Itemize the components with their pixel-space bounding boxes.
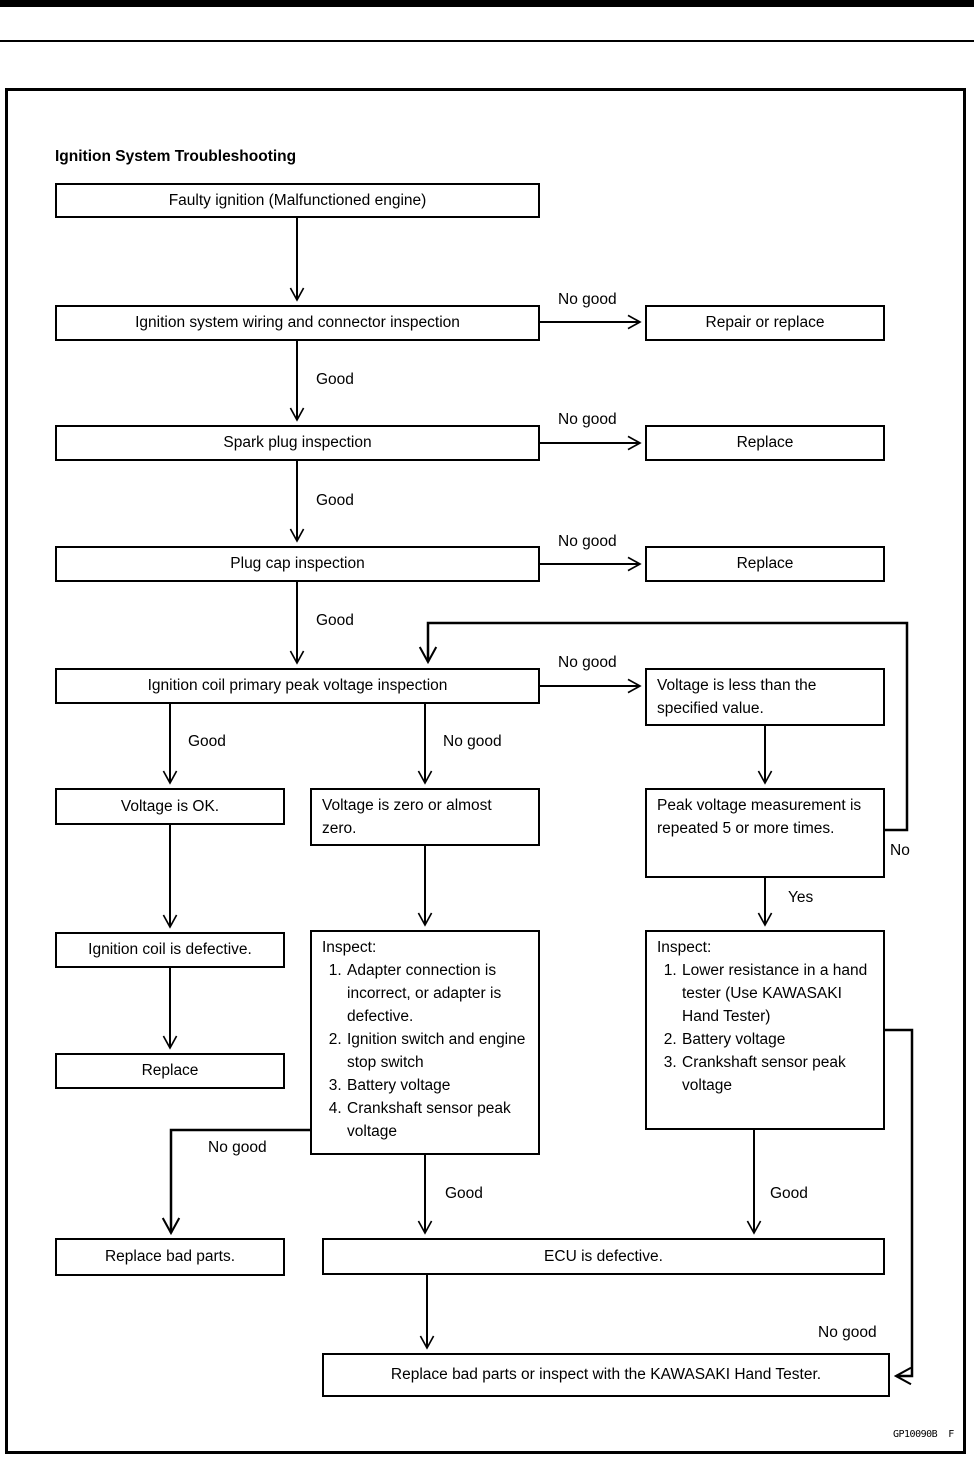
page-top-rule [0, 0, 974, 7]
figure-frame [5, 88, 966, 1454]
node-faulty-ignition: Faulty ignition (Malfunctioned engine) [55, 183, 540, 218]
inspect-right-list: Lower resistance in a hand tester (Use K… [657, 959, 875, 1097]
inspect-mid-header: Inspect: [322, 939, 377, 956]
node-final: Replace bad parts or inspect with the KA… [322, 1353, 890, 1397]
inspect-mid-item-3: Battery voltage [346, 1074, 530, 1097]
edge-label-no-good-bottom: No good [818, 1324, 877, 1341]
node-coil-peak-inspection: Ignition coil primary peak voltage inspe… [55, 668, 540, 704]
node-repair-or-replace: Repair or replace [645, 305, 885, 341]
node-wiring-inspection: Ignition system wiring and connector ins… [55, 305, 540, 341]
node-replace-bad-parts: Replace bad parts. [55, 1238, 285, 1276]
node-voltage-zero-text: Voltage is zero or almost zero. [322, 797, 492, 837]
inspect-right-item-1: Lower resistance in a hand tester (Use K… [681, 959, 875, 1028]
inspect-right-item-3: Crankshaft sensor peak voltage [681, 1051, 875, 1097]
edge-label-good-bottom-1: Good [445, 1185, 483, 1202]
node-voltage-less-text: Voltage is less than the specified value… [657, 677, 817, 717]
node-peak-repeat-text: Peak voltage measurement is repeated 5 o… [657, 797, 862, 837]
edge-label-good-left: Good [188, 733, 226, 750]
edge-label-good-bottom-2: Good [770, 1185, 808, 1202]
node-coil-defective: Ignition coil is defective. [55, 932, 285, 968]
inspect-mid-list: Adapter connection is incorrect, or adap… [322, 959, 530, 1143]
node-spark-plug-inspection: Spark plug inspection [55, 425, 540, 461]
node-ecu-defective: ECU is defective. [322, 1238, 885, 1275]
edge-label-no-good-3: No good [558, 533, 617, 550]
flowchart-title: Ignition System Troubleshooting [55, 148, 297, 165]
edge-label-good-2: Good [316, 492, 354, 509]
inspect-right-item-2: Battery voltage [681, 1028, 875, 1051]
node-inspect-mid: Inspect: Adapter connection is incorrect… [310, 930, 540, 1155]
edge-label-good-3: Good [316, 612, 354, 629]
edge-label-no-good-2: No good [558, 411, 617, 428]
edge-label-no-good-4: No good [558, 654, 617, 671]
node-peak-repeat: Peak voltage measurement is repeated 5 o… [645, 788, 885, 878]
node-voltage-zero: Voltage is zero or almost zero. [310, 788, 540, 846]
edge-label-no: No [890, 842, 910, 859]
edge-label-no-good-1: No good [558, 291, 617, 308]
node-inspect-right: Inspect: Lower resistance in a hand test… [645, 930, 885, 1130]
edge-label-no-good-midleft: No good [208, 1139, 267, 1156]
inspect-right-header: Inspect: [657, 939, 712, 956]
node-plug-cap-inspection: Plug cap inspection [55, 546, 540, 582]
edge-label-yes: Yes [788, 889, 814, 906]
node-replace-1: Replace [645, 425, 885, 461]
node-replace-2: Replace [645, 546, 885, 582]
node-replace-3: Replace [55, 1053, 285, 1089]
figure-code: GP10090B F [893, 1429, 954, 1440]
edge-label-no-good-mid: No good [443, 733, 502, 750]
node-voltage-ok: Voltage is OK. [55, 788, 285, 825]
inspect-mid-item-4: Crankshaft sensor peak voltage [346, 1097, 530, 1143]
inspect-mid-item-1: Adapter connection is incorrect, or adap… [346, 959, 530, 1028]
inspect-mid-item-2: Ignition switch and engine stop switch [346, 1028, 530, 1074]
node-voltage-less: Voltage is less than the specified value… [645, 668, 885, 726]
edge-label-good-1: Good [316, 371, 354, 388]
page-header-rule [0, 40, 974, 42]
